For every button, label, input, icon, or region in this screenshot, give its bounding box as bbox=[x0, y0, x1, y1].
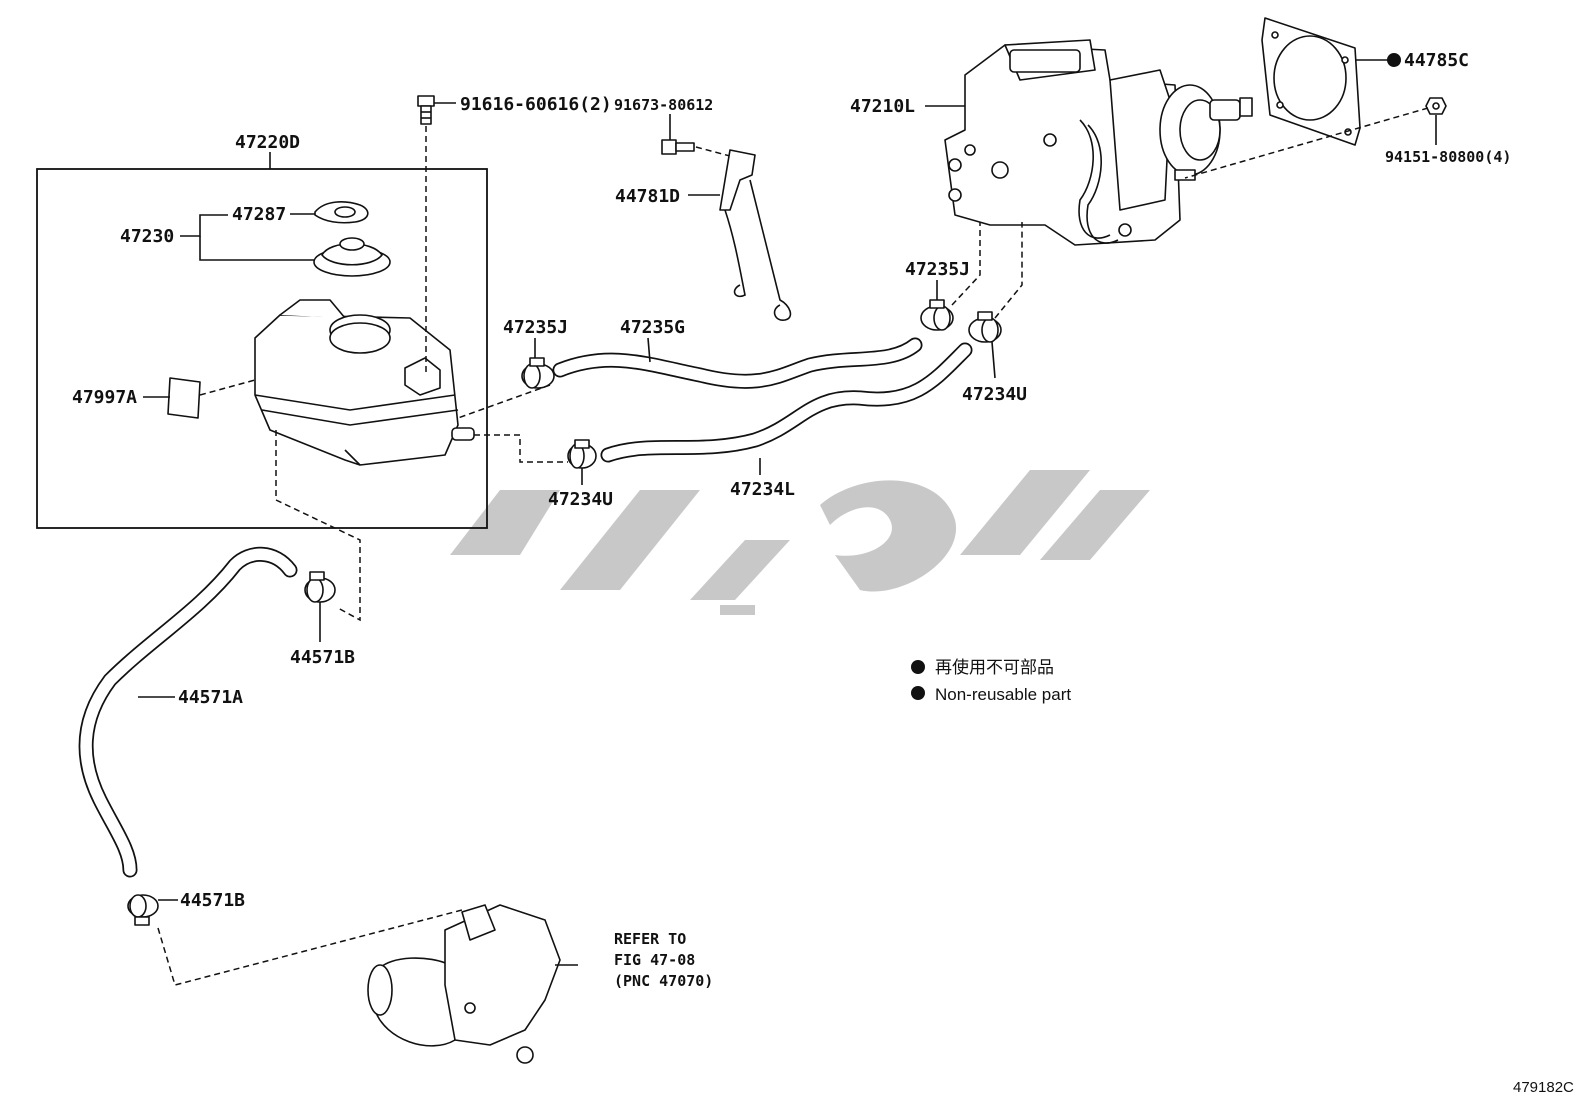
booster-nut bbox=[1425, 97, 1447, 115]
label-47235G: 47235G bbox=[620, 317, 685, 338]
label-47234U-right: 47234U bbox=[962, 384, 1027, 405]
reservoir-cap bbox=[313, 237, 391, 277]
legend-japanese: 再使用不可部品 bbox=[935, 657, 1054, 677]
reservoir-group-frame bbox=[36, 168, 488, 529]
clip-47235J-left bbox=[521, 357, 555, 389]
label-47210L: 47210L bbox=[850, 96, 915, 117]
legend: 再使用不可部品 Non-reusable part bbox=[911, 657, 1071, 704]
label-47234U-left: 47234U bbox=[548, 489, 613, 510]
refer-note-line3: (PNC 47070) bbox=[614, 972, 713, 990]
label-44785C: 44785C bbox=[1404, 50, 1469, 71]
bracket-bolt bbox=[661, 139, 695, 155]
reservoir-bolt bbox=[417, 95, 435, 125]
label-sticker bbox=[167, 377, 201, 419]
hose-47234L bbox=[600, 342, 973, 463]
hose-44571A bbox=[78, 546, 298, 878]
legend-english: Non-reusable part bbox=[935, 685, 1071, 704]
label-44571B-bottom: 44571B bbox=[180, 890, 245, 911]
label-47235J-right: 47235J bbox=[905, 259, 970, 280]
bullet-icon bbox=[911, 660, 925, 674]
label-47234L: 47234L bbox=[730, 479, 795, 500]
label-47997A: 47997A bbox=[72, 387, 137, 408]
label-47230: 47230 bbox=[120, 226, 174, 247]
refer-note-line2: FIG 47-08 bbox=[614, 951, 695, 969]
label-91673: 91673-80612 bbox=[614, 96, 713, 114]
label-91616: 91616-60616(2) bbox=[460, 94, 612, 115]
label-44571A: 44571A bbox=[178, 687, 243, 708]
pump-motor-assembly bbox=[367, 904, 578, 1064]
label-47220D: 47220D bbox=[235, 132, 300, 153]
clip-44571B-bottom bbox=[127, 894, 159, 926]
clip-47234U-left bbox=[567, 439, 597, 469]
brake-fluid-reservoir bbox=[254, 299, 475, 466]
clip-44571B-top bbox=[304, 571, 336, 603]
label-94151: 94151-80800(4) bbox=[1385, 148, 1511, 166]
brake-actuator-assembly bbox=[944, 39, 1253, 246]
booster-gasket bbox=[1261, 17, 1361, 146]
clip-47234U-right bbox=[968, 311, 1002, 343]
label-44781D: 44781D bbox=[615, 186, 680, 207]
watermark-logo bbox=[450, 470, 1150, 615]
bullet-icon bbox=[911, 686, 925, 700]
non-reusable-mark-icon bbox=[1387, 53, 1401, 67]
hose-47235G bbox=[552, 337, 923, 389]
sensor-bracket bbox=[719, 149, 792, 321]
refer-note-line1: REFER TO bbox=[614, 930, 686, 948]
clip-47235J-right bbox=[920, 299, 954, 331]
figure-number: 479182C bbox=[1513, 1079, 1574, 1096]
label-47235J-left: 47235J bbox=[503, 317, 568, 338]
label-47287: 47287 bbox=[232, 204, 286, 225]
label-44571B-top: 44571B bbox=[290, 647, 355, 668]
